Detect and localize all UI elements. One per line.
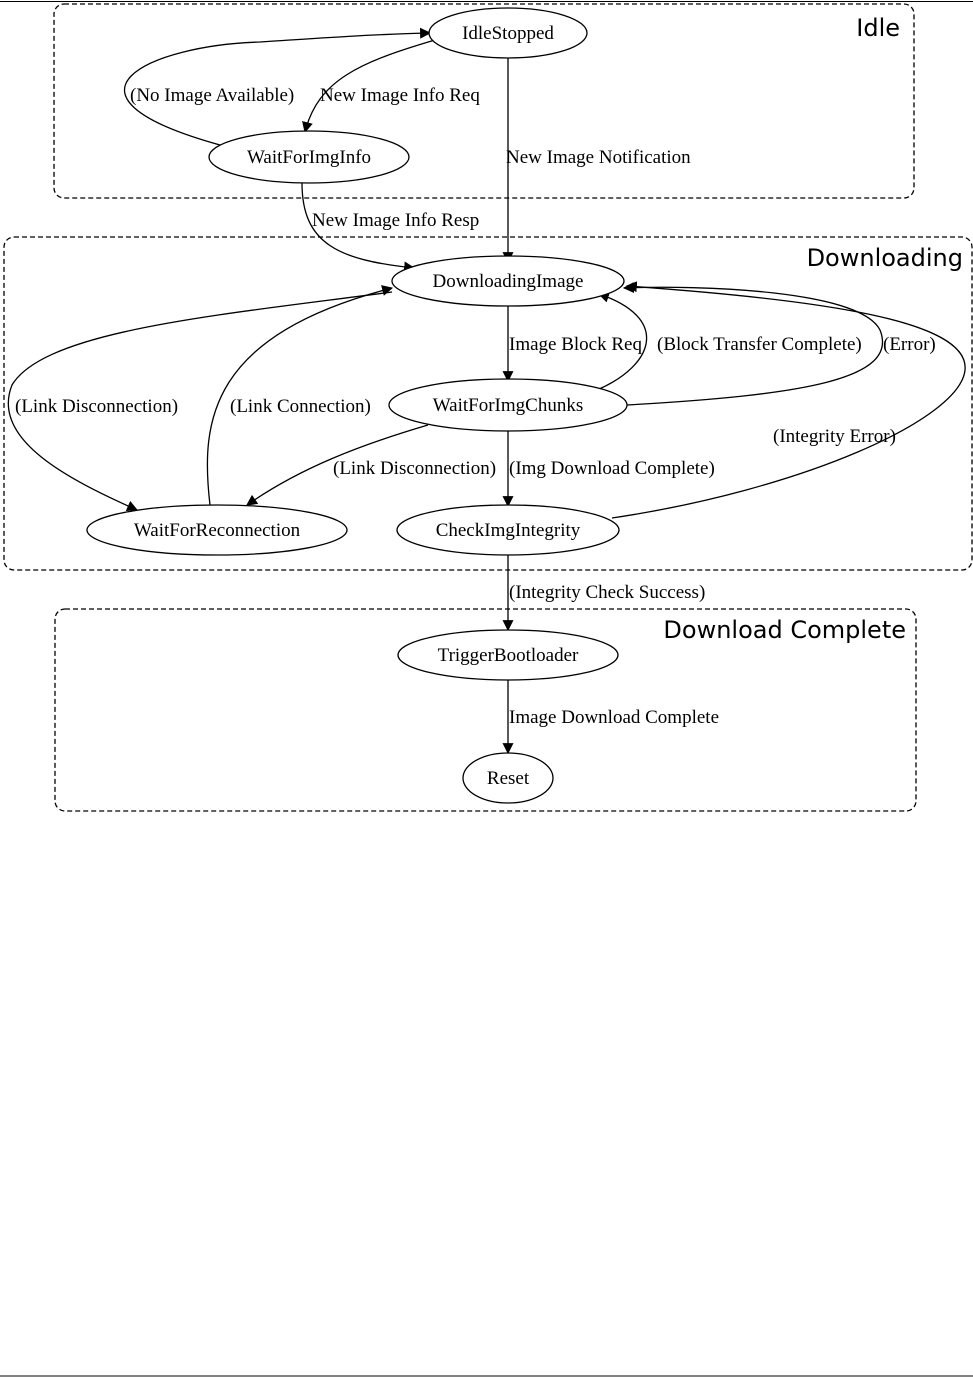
edge-label-image-block-req: Image Block Req	[509, 334, 642, 355]
edge-label-new-image-info-req: New Image Info Req	[320, 85, 480, 106]
edge-label-link-connection: (Link Connection)	[230, 396, 371, 417]
node-check-img-integrity: CheckImgIntegrity	[396, 504, 620, 556]
edge-label-integrity-check-success: (Integrity Check Success)	[509, 582, 705, 603]
edge-label-new-image-info-resp: New Image Info Resp	[312, 210, 479, 231]
node-wait-for-img-chunks-label: WaitForImgChunks	[433, 395, 583, 416]
edge-error	[622, 282, 884, 406]
edge-label-image-download-complete: Image Download Complete	[509, 707, 719, 728]
cluster-download-complete-label: Download Complete	[663, 616, 906, 644]
cluster-idle-label: Idle	[856, 14, 900, 42]
edge-label-no-image-available: (No Image Available)	[130, 85, 294, 106]
node-check-img-integrity-label: CheckImgIntegrity	[436, 520, 581, 541]
node-downloading-image: DownloadingImage	[391, 255, 625, 307]
node-reset: Reset	[462, 752, 554, 804]
node-reset-label: Reset	[487, 768, 530, 789]
node-downloading-image-label: DownloadingImage	[433, 271, 584, 292]
node-wait-for-reconnection: WaitForReconnection	[86, 504, 348, 556]
edge-link-disconnection-b	[246, 424, 429, 506]
edge-block-transfer-complete	[596, 291, 648, 391]
cluster-download-complete: Download Complete	[54, 608, 917, 812]
edge-label-error: (Error)	[883, 334, 936, 355]
node-wait-for-img-chunks: WaitForImgChunks	[388, 378, 628, 432]
node-trigger-bootloader: TriggerBootloader	[397, 629, 619, 681]
edge-label-new-image-notification: New Image Notification	[506, 147, 691, 168]
edge-label-block-transfer-complete: (Block Transfer Complete)	[657, 334, 862, 355]
node-wait-for-img-info: WaitForImgInfo	[208, 130, 410, 184]
node-idle-stopped: IdleStopped	[428, 7, 588, 59]
edge-label-link-disconnection-a: (Link Disconnection)	[15, 396, 178, 417]
edge-link-disconnection-a	[7, 291, 393, 511]
node-idle-stopped-label: IdleStopped	[462, 23, 554, 44]
edge-integrity-error	[611, 281, 966, 519]
edge-link-connection	[206, 285, 394, 506]
cluster-idle: Idle	[53, 3, 915, 199]
node-wait-for-img-info-label: WaitForImgInfo	[247, 147, 371, 168]
edge-new-image-info-resp	[301, 182, 416, 273]
edge-label-integrity-error: (Integrity Error)	[773, 426, 896, 447]
cluster-downloading-label: Downloading	[807, 244, 963, 272]
edge-new-image-info-req	[302, 39, 436, 134]
node-trigger-bootloader-label: TriggerBootloader	[438, 645, 579, 666]
cluster-downloading: Downloading	[3, 236, 973, 571]
edge-label-img-download-complete: (Img Download Complete)	[509, 458, 715, 479]
edge-label-link-disconnection-b: (Link Disconnection)	[333, 458, 496, 479]
edge-no-image-available	[123, 27, 432, 146]
node-wait-for-reconnection-label: WaitForReconnection	[134, 520, 301, 541]
